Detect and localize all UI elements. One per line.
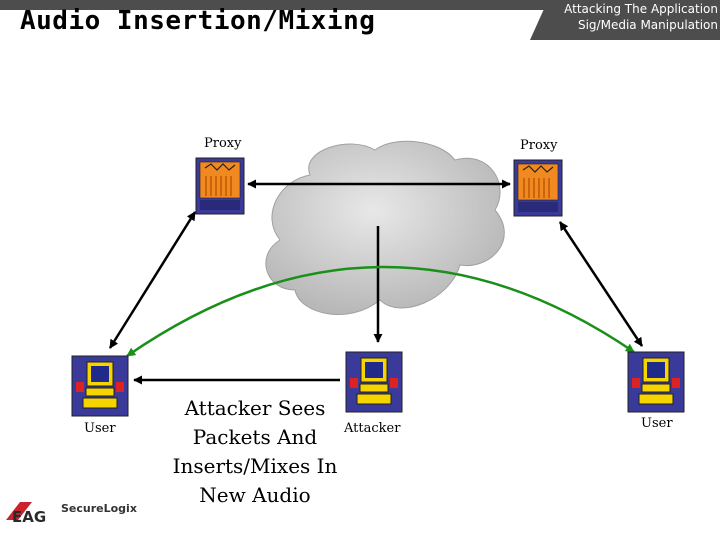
proxy-server-icon [195, 157, 245, 215]
attacker-computer-icon [345, 351, 403, 413]
media-stream-arc [126, 265, 635, 358]
section-tab-line1: Attacking The Application [564, 2, 718, 16]
attacker-label: Attacker [344, 421, 401, 436]
caption-line: New Audio [199, 483, 311, 507]
proxy-left-label: Proxy [204, 136, 242, 151]
proxy-right-to-user-arrow [558, 221, 644, 347]
network-cloud [265, 140, 505, 315]
eag-logo-icon: EAG [6, 502, 46, 526]
user-computer-icon [71, 355, 129, 417]
caption-line: Packets And [192, 425, 318, 449]
section-tab: Attacking The Application Sig/Media Mani… [530, 0, 720, 40]
proxy-server-icon [513, 159, 563, 217]
section-tab-line2: Sig/Media Manipulation [577, 18, 718, 32]
proxy-right-label: Proxy [520, 138, 558, 153]
logo-mark: EAG [12, 508, 46, 526]
logo-brand: SecureLogix [61, 502, 137, 515]
user-computer-icon [627, 351, 685, 413]
attack-caption: Attacker Sees Packets And Inserts/Mixes … [170, 394, 340, 510]
user-to-proxy-left-arrow [108, 211, 197, 349]
caption-line: Inserts/Mixes In [172, 454, 338, 478]
company-logo: EAG SecureLogix [4, 498, 144, 528]
header-bar [0, 0, 720, 10]
page-title: Audio Insertion/Mixing [20, 6, 376, 36]
user-left-label: User [84, 421, 116, 436]
section-tab-text: Attacking The Application Sig/Media Mani… [538, 1, 718, 33]
user-right-label: User [641, 416, 673, 431]
caption-line: Attacker Sees [184, 396, 326, 420]
